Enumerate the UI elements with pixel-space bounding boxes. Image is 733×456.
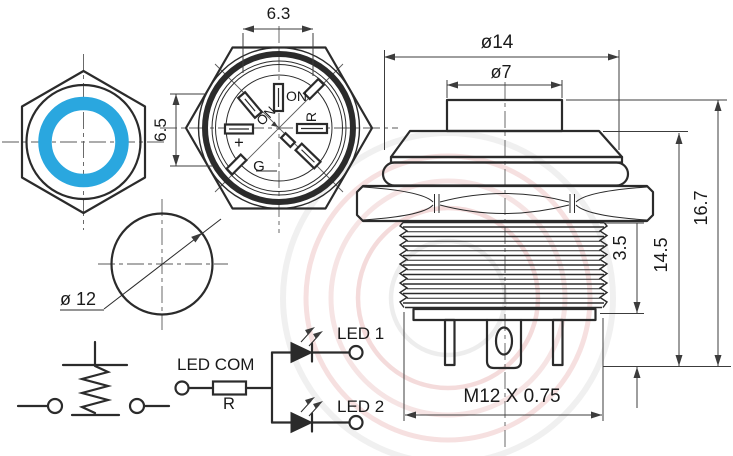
front-hex-nut — [20, 69, 147, 215]
thread-body — [398, 221, 609, 309]
dim-terminal-height: 3.5 — [600, 222, 644, 408]
led2-symbol — [290, 411, 314, 434]
dim-body-height: 14.5 — [603, 131, 688, 366]
spring-symbol — [77, 364, 113, 415]
dim-head-diameter: ø14 — [384, 32, 620, 150]
dim-rear-width-text: 6.3 — [267, 4, 291, 23]
led2-label: LED 2 — [337, 397, 384, 416]
base-plate — [412, 307, 597, 322]
dim-body-height-text: 14.5 — [651, 237, 671, 272]
dim-head-diameter-text: ø14 — [481, 32, 514, 53]
cutout-circle — [110, 212, 214, 316]
keyway-notch-sw — [225, 153, 248, 176]
resistor-label: R — [223, 395, 235, 413]
resistor-symbol — [211, 380, 248, 396]
pin-left-label: + — [234, 134, 244, 152]
terminal-right — [551, 318, 564, 367]
side-view: ø14 ø7 16.7 14.5 — [355, 32, 731, 448]
front-view — [2, 54, 165, 230]
rear-hex-body — [184, 46, 374, 210]
dim-terminal-height-text: 3.5 — [610, 235, 630, 260]
led-com-terminal — [174, 380, 190, 396]
pin-bottom-label: G — [253, 158, 265, 175]
dim-total-height-text: 16.7 — [691, 190, 711, 225]
led2-terminal — [348, 414, 364, 431]
led1-label: LED 1 — [337, 324, 384, 343]
led-ring — [38, 96, 129, 188]
dim-total-height: 16.7 — [566, 99, 731, 367]
led-circuit: LED COM R LED 1 LED 2 — [174, 324, 384, 434]
panel-cutout-view: ø 12 — [60, 199, 228, 330]
terminal-hole — [494, 326, 514, 356]
dim-rear-width: 6.3 — [242, 4, 314, 76]
hex-nut-profile — [355, 184, 655, 223]
dim-rear-height: 6.5 — [151, 93, 213, 167]
front-bezel-circle — [25, 83, 142, 201]
dim-rear-height-text: 6.5 — [151, 118, 170, 142]
terminal-left — [443, 318, 456, 367]
keyway-notch-ne — [302, 77, 326, 101]
switch-terminal-right — [128, 397, 146, 415]
dim-actuator-diameter: ø7 — [446, 62, 563, 98]
rear-bezel-ring — [202, 51, 356, 205]
dim-actuator-diameter-text: ø7 — [490, 62, 511, 82]
pin-right-label: R — [303, 112, 319, 122]
switch-terminal-left — [46, 397, 64, 415]
dim-thread-spec-text: M12 X 0.75 — [463, 386, 560, 407]
dim-cutout-text: ø 12 — [60, 289, 96, 309]
switch-symbol — [16, 340, 171, 417]
dim-thread-spec: M12 X 0.75 — [403, 312, 604, 421]
terminal-center — [485, 318, 523, 370]
pin-top-label: ON — [286, 88, 307, 104]
led-com-label: LED COM — [177, 355, 254, 374]
led1-symbol — [290, 341, 314, 364]
led1-terminal — [348, 344, 364, 361]
rear-view: ON R + G ON 6.3 6.5 — [151, 4, 398, 233]
locking-key-mark — [279, 131, 297, 149]
actuator-plunger — [445, 98, 564, 133]
